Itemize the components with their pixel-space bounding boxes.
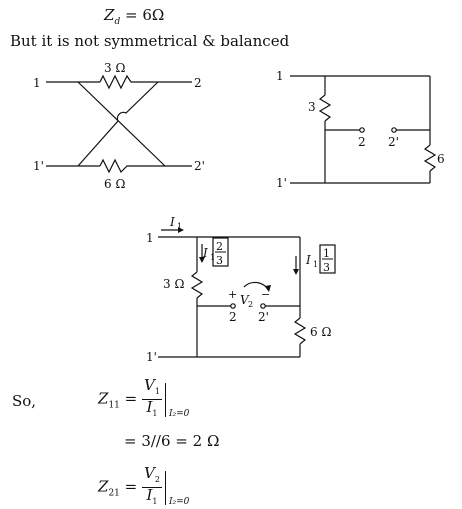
v2-minus: − bbox=[261, 288, 270, 301]
left-branch-num: 2 bbox=[216, 240, 223, 253]
lattice-port-2: 2 bbox=[194, 76, 202, 90]
analysis-term-2p: 2' bbox=[258, 310, 269, 324]
analysis-i1: I bbox=[169, 215, 175, 229]
right-branch-den: 3 bbox=[323, 261, 330, 274]
lattice-port-1p: 1' bbox=[33, 159, 44, 173]
analysis-port-1: 1 bbox=[146, 231, 154, 245]
statement-text: But it is not symmetrical & balanced bbox=[10, 32, 290, 50]
equiv-r-shunt: 6 bbox=[437, 152, 445, 166]
equiv-port-1p: 1' bbox=[276, 176, 287, 190]
lattice-port-2p: 2' bbox=[194, 159, 205, 173]
svg-text:2: 2 bbox=[248, 300, 253, 309]
analysis-term-2: 2 bbox=[229, 310, 237, 324]
analysis-r-left: 3 Ω bbox=[163, 277, 184, 291]
right-branch-num: 1 bbox=[323, 247, 330, 260]
z21-equation: Z21 = V2 I1 I₂=0 bbox=[98, 464, 190, 507]
analysis-port-1p: 1' bbox=[146, 350, 157, 364]
svg-text:1: 1 bbox=[210, 253, 215, 262]
equiv-term-2: 2 bbox=[358, 135, 366, 149]
analysis-i1-right: I bbox=[305, 253, 311, 267]
zd-equation: Zd = 6Ω bbox=[104, 6, 165, 27]
analysis-r-right: 6 Ω bbox=[310, 325, 331, 339]
analysis-v2: V bbox=[240, 293, 250, 307]
equiv-port-1: 1 bbox=[276, 69, 284, 83]
z11-equation: Z11 = V1 I1 I₂=0 bbox=[98, 376, 190, 419]
v2-plus: + bbox=[228, 288, 237, 301]
svg-text:1: 1 bbox=[313, 260, 318, 269]
svg-text:1: 1 bbox=[177, 222, 182, 231]
lattice-r-top: 3 Ω bbox=[104, 61, 125, 75]
z11-result: = 3//6 = 2 Ω bbox=[124, 432, 220, 450]
lattice-port-1: 1 bbox=[33, 76, 41, 90]
equiv-term-2p: 2' bbox=[388, 135, 399, 149]
analysis-i1-left: I bbox=[202, 246, 208, 260]
left-branch-den: 3 bbox=[216, 254, 223, 267]
equiv-r-series: 3 bbox=[308, 100, 316, 114]
lattice-r-bottom: 6 Ω bbox=[104, 177, 125, 191]
so-label: So, bbox=[12, 392, 37, 410]
